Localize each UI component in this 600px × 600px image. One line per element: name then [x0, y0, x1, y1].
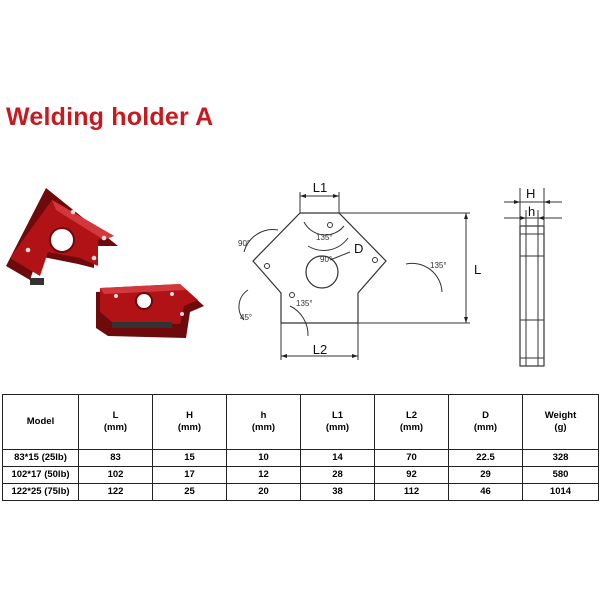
header-cell: H(mm)	[152, 394, 227, 450]
table-cell: 25	[152, 483, 227, 501]
label-L: L	[474, 262, 481, 277]
center-hole	[305, 255, 339, 289]
table-cell: 1014	[522, 483, 599, 501]
table-cell: 102	[78, 466, 153, 484]
label-H: H	[526, 186, 535, 201]
table-cell: 122	[78, 483, 153, 501]
table-cell: 28	[300, 466, 375, 484]
angle-label: 135°	[316, 233, 333, 242]
magnet-small	[96, 284, 204, 338]
spec-table: Model L(mm) H(mm) h(mm) L1(mm) L2(mm) D(…	[2, 394, 599, 501]
table-cell: 17	[152, 466, 227, 484]
side-view-drawing: H h	[504, 186, 562, 367]
table-cell: 92	[374, 466, 449, 484]
header-cell: h(mm)	[226, 394, 301, 450]
table-row: 102*17 (50lb) 102 17 12 28 92 29 580	[2, 466, 599, 484]
header-cell: L2(mm)	[374, 394, 449, 450]
angle-label: 45°	[240, 313, 252, 322]
header-cell: Model	[2, 394, 79, 450]
header-cell: Weight(g)	[522, 394, 599, 450]
angle-label: 90°	[238, 239, 250, 248]
table-cell: 29	[448, 466, 523, 484]
table-cell: 122*25 (75lb)	[2, 483, 79, 501]
table-row: 83*15 (25lb) 83 15 10 14 70 22.5 328	[2, 449, 599, 467]
label-L2: L2	[313, 342, 327, 357]
front-view-drawing: L1 L L2 D 135° 90° 90° 135° 135° 45°	[238, 180, 481, 360]
header-cell: L1(mm)	[300, 394, 375, 450]
table-cell: 112	[374, 483, 449, 501]
table-cell: 20	[226, 483, 301, 501]
table-cell: 580	[522, 466, 599, 484]
table-cell: 14	[300, 449, 375, 467]
label-D: D	[354, 241, 363, 256]
label-h: h	[528, 204, 535, 219]
table-cell: 10	[226, 449, 301, 467]
magnet-large	[6, 188, 118, 285]
table-row: 122*25 (75lb) 122 25 20 38 112 46 1014	[2, 483, 599, 501]
angle-label: 135°	[296, 299, 313, 308]
table-cell: 328	[522, 449, 599, 467]
angle-label: 90°	[320, 255, 332, 264]
header-cell: L(mm)	[78, 394, 153, 450]
angle-label: 135°	[430, 261, 447, 270]
table-cell: 70	[374, 449, 449, 467]
table-cell: 22.5	[448, 449, 523, 467]
table-cell: 15	[152, 449, 227, 467]
table-header-row: Model L(mm) H(mm) h(mm) L1(mm) L2(mm) D(…	[2, 394, 599, 450]
header-cell: D(mm)	[448, 394, 523, 450]
table-cell: 83*15 (25lb)	[2, 449, 79, 467]
product-photo	[6, 188, 204, 338]
table-cell: 102*17 (50lb)	[2, 466, 79, 484]
page-title: Welding holder A	[6, 103, 214, 131]
table-cell: 46	[448, 483, 523, 501]
label-L1: L1	[313, 180, 327, 195]
table-cell: 83	[78, 449, 153, 467]
table-cell: 12	[226, 466, 301, 484]
table-cell: 38	[300, 483, 375, 501]
